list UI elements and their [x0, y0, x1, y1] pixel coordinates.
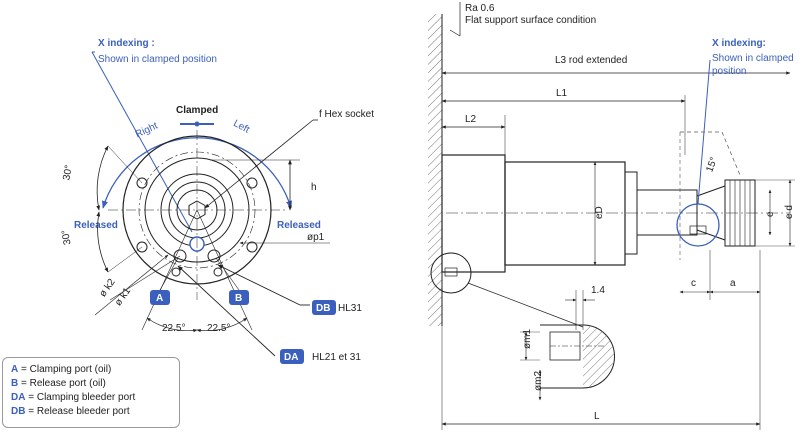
badge-b-text: B — [235, 293, 242, 304]
support-wall — [428, 14, 442, 326]
released-left-label: Released — [74, 220, 118, 231]
p1-label: øp1 — [307, 232, 325, 243]
m2-label: øm2 — [533, 371, 544, 391]
front-view: X indexing : Shown in clamped position C… — [60, 38, 374, 364]
clamped-label: Clamped — [176, 105, 218, 116]
m1-label: øm1 — [522, 329, 533, 349]
a-label: a — [730, 278, 736, 289]
mount-hole — [136, 177, 148, 189]
x-indexing-leader — [91, 51, 193, 233]
legend-row-a: A = Clamping port (oil) — [11, 363, 171, 377]
angle-30-bottom: 30° — [60, 229, 73, 246]
x-indexing-sub2-right: position — [712, 66, 746, 77]
badge-da-text: DA — [284, 352, 298, 363]
l1-label: L1 — [556, 88, 568, 99]
legend-row-b: B = Release port (oil) — [11, 377, 171, 391]
h-label: h — [311, 182, 317, 193]
badge-db-text: DB — [316, 303, 330, 314]
flat-support-label: Flat support surface condition — [465, 15, 596, 26]
badge-b — [229, 290, 249, 305]
ra-label: Ra 0.6 — [465, 3, 495, 14]
port-da — [171, 267, 181, 277]
right-label: Right — [134, 121, 160, 141]
hex-socket-label: f Hex socket — [319, 109, 374, 120]
l2-label: L2 — [465, 114, 477, 125]
badge-db — [312, 300, 336, 315]
badge-a-text: A — [156, 293, 163, 304]
x-indexing-sub1-right: Shown in clamped — [712, 53, 794, 64]
angle-30-top: 30° — [61, 164, 74, 181]
x-indexing-title: X indexing : — [98, 38, 155, 49]
port-detail-circle — [430, 252, 472, 294]
legend-text: = Clamping port (oil) — [18, 364, 112, 375]
port-legend: A = Clamping port (oil) B = Release port… — [2, 357, 180, 428]
c-label: c — [691, 278, 696, 289]
legend-key: DA — [11, 392, 26, 403]
angle-225-right: 22.5° — [207, 323, 230, 334]
x-indexing-sub: Shown in clamped position — [98, 54, 217, 65]
released-right-label: Released — [277, 220, 321, 231]
legend-text: = Clamping bleeder port — [25, 392, 136, 403]
legend-key: B — [11, 378, 19, 389]
legend-key: A — [11, 364, 19, 375]
legend-text: = Release port (oil) — [18, 378, 106, 389]
left-label: Left — [231, 118, 251, 136]
legend-key: DB — [11, 406, 26, 417]
L-label: L — [594, 411, 600, 422]
l3-label: L3 rod extended — [555, 55, 627, 66]
hl21-label: HL21 et 31 — [312, 352, 361, 363]
k2-label: ø k2 — [97, 277, 117, 300]
x-indexing-circle — [676, 203, 720, 247]
legend-row-da: DA = Clamping bleeder port — [11, 391, 171, 405]
port-b — [207, 249, 221, 263]
angle-225-left: 22.5° — [162, 323, 185, 334]
x-indexing-title-right: X indexing: — [712, 38, 766, 49]
legend-row-db: DB = Release bleeder port — [11, 405, 171, 419]
e-label: e — [765, 211, 776, 217]
mount-hole — [246, 177, 258, 189]
mount-hole — [136, 241, 148, 253]
rod — [636, 189, 698, 236]
port-a — [173, 249, 187, 263]
k1-label: ø k1 — [113, 285, 133, 308]
port-db — [213, 267, 223, 277]
side-view: Ra 0.6 Flat support surface condition L3… — [428, 2, 795, 430]
mount-hole — [246, 241, 258, 253]
badge-a — [150, 290, 170, 305]
badge-da — [280, 349, 304, 364]
dim-14-label: 1.4 — [591, 285, 605, 296]
d-label: eD — [594, 206, 605, 219]
legend-text: = Release bleeder port — [25, 406, 130, 417]
hl31-label: HL31 — [338, 303, 362, 314]
cylinder-body — [504, 161, 626, 266]
angle-15-label: 15° — [704, 156, 720, 174]
ed-label: e d — [784, 205, 795, 219]
cylinder-flange — [441, 154, 506, 273]
